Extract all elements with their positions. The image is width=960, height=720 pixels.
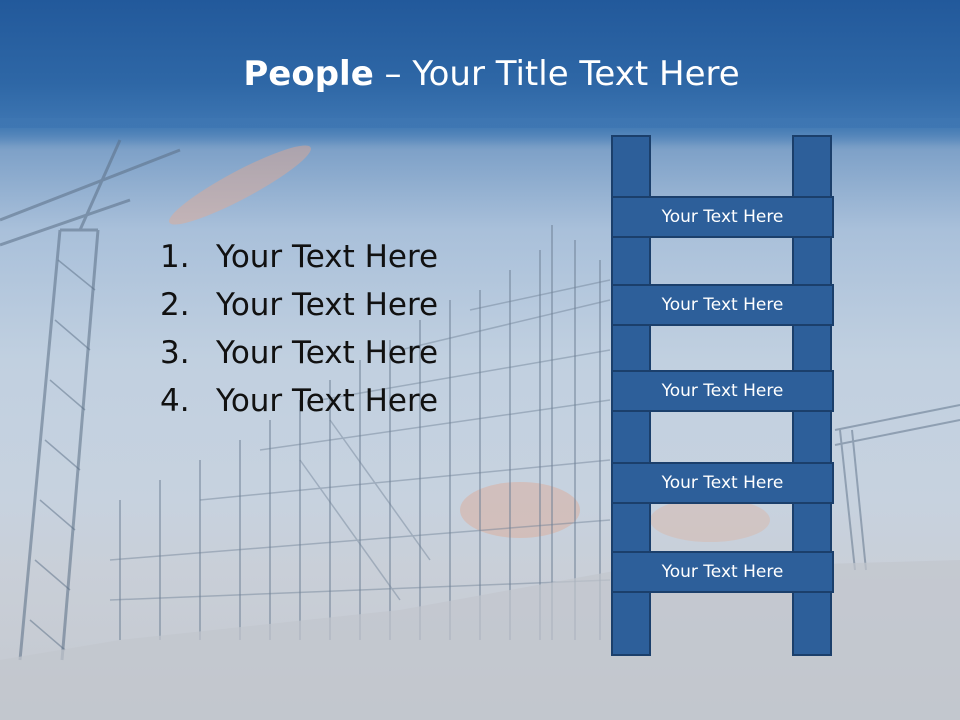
title-rest: – Your Title Text Here — [373, 54, 740, 94]
numbered-list: 1. Your Text Here 2. Your Text Here 3. Y… — [160, 233, 438, 425]
list-item-text: Your Text Here — [216, 239, 439, 275]
ladder-diagram: Your Text Here Your Text Here Your Text … — [611, 135, 834, 658]
header-band — [0, 0, 960, 128]
ladder-rung: Your Text Here — [611, 551, 834, 593]
list-item-number: 4. — [160, 383, 190, 419]
list-item-number: 2. — [160, 287, 190, 323]
title-bold-word: People — [243, 54, 374, 94]
ladder-rung: Your Text Here — [611, 196, 834, 238]
list-item: 1. Your Text Here — [160, 233, 438, 281]
list-item-number: 1. — [160, 239, 190, 275]
list-item-text: Your Text Here — [216, 383, 439, 419]
list-item: 2. Your Text Here — [160, 281, 438, 329]
ladder-rung: Your Text Here — [611, 370, 834, 412]
list-item-text: Your Text Here — [216, 287, 439, 323]
slide-title: People – Your Title Text Here — [0, 52, 960, 96]
ladder-rung: Your Text Here — [611, 462, 834, 504]
list-item-number: 3. — [160, 335, 190, 371]
ladder-rung: Your Text Here — [611, 284, 834, 326]
list-item: 3. Your Text Here — [160, 329, 438, 377]
list-item: 4. Your Text Here — [160, 377, 438, 425]
list-item-text: Your Text Here — [216, 335, 439, 371]
